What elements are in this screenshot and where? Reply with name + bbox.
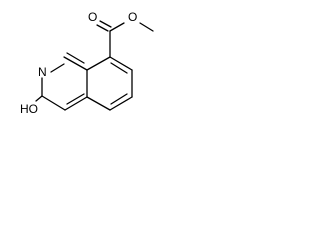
molecule-structure-diagram: N HO O O [20,10,154,116]
atom-label-nitrogen: N [38,65,47,79]
bond-carbonyl-ester-o [109,22,125,32]
bond-c6-c5-double [110,93,128,105]
bond-c8-c7-double [110,62,128,74]
bond-c8a-c1 [63,56,88,71]
bond-c5-c4a [86,96,111,111]
bond-carbonyl-o-double-a [96,24,109,32]
bond-c6-c5 [109,96,133,111]
bond-c3-c4 [41,95,66,111]
bond-c1-n2 [50,63,65,73]
bond-ester-o-methyl [139,22,154,32]
atom-label-carbonyl-oxygen: O [88,10,97,24]
bond-c8-c7 [109,56,133,71]
bond-c8a-c8 [86,56,111,71]
atom-label-hydroxyl: HO [20,102,38,116]
bond-c8a-c1-double [66,52,85,64]
bond-carbonyl-o-double-b [99,20,112,28]
bond-c4-c4a [64,96,88,111]
bond-c4-c4a-double [66,93,85,105]
atom-label-ester-oxygen: O [128,10,137,24]
bond-c3-hydroxyl [35,95,43,102]
